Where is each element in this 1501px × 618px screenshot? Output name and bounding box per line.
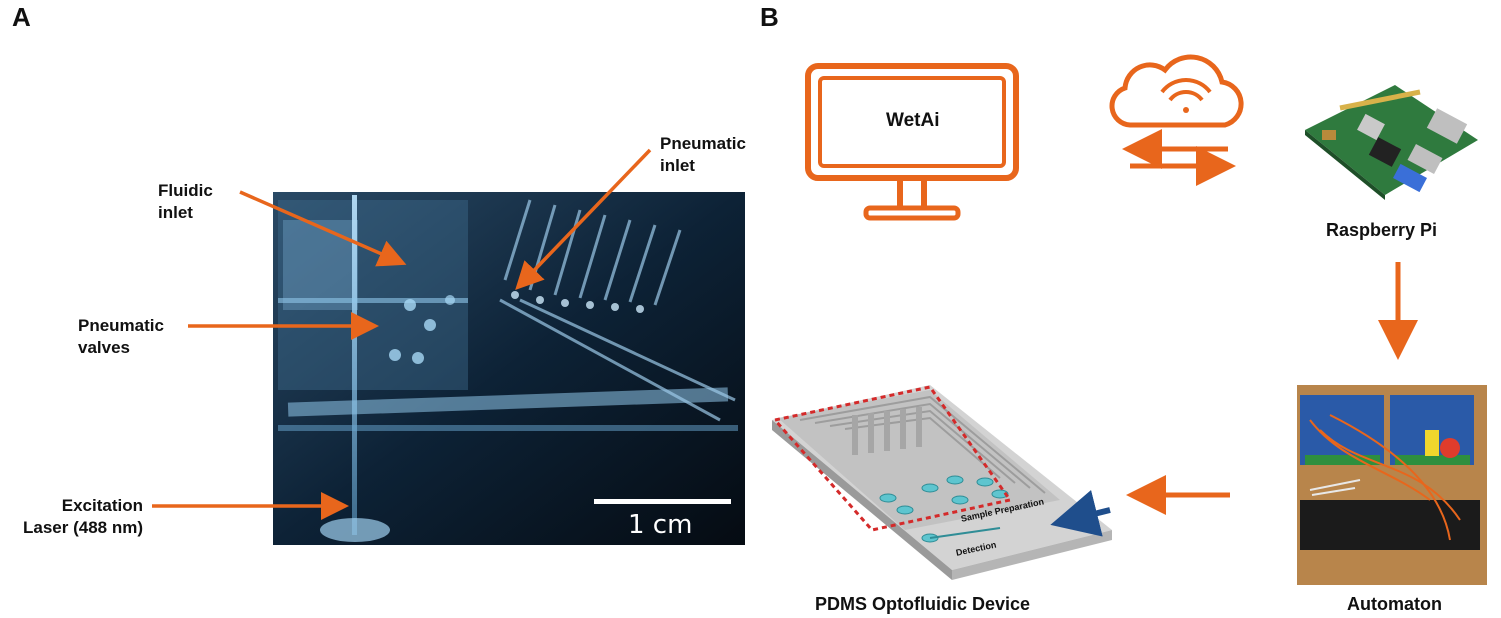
scale-bar: [594, 499, 731, 504]
automaton-label: Automaton: [1347, 594, 1442, 614]
scale-bar-label: 1 cm: [628, 510, 693, 540]
raspberry-pi-image: [1305, 85, 1478, 200]
annotation-arrows: [152, 148, 652, 520]
microscope-photo: [273, 192, 745, 545]
pdms-device-image: [772, 385, 1112, 580]
bidirectional-arrows: [1122, 129, 1236, 186]
monitor-icon: [805, 63, 1019, 221]
automaton-image: [1297, 385, 1487, 585]
cloud-wifi-icon: [1109, 54, 1244, 128]
laser-input-arrow: [1050, 489, 1111, 537]
panel-b-letter: B: [760, 2, 779, 32]
fluidic-inlet-label: Fluidic inlet: [158, 181, 213, 222]
panel-a-letter: A: [12, 2, 31, 32]
pdms-device-label: PDMS Optofluidic Device: [815, 594, 1031, 614]
pneumatic-inlet-arrow: [515, 148, 652, 291]
raspberry-pi-label: Raspberry Pi: [1326, 220, 1438, 240]
monitor-text: WetAi: [886, 110, 940, 131]
fluidic-inlet-arrow: [239, 190, 407, 267]
pneumatic-valves-label: Pneumatic valves: [78, 316, 164, 357]
excitation-laser-label: Excitation Laser (488 nm): [23, 496, 143, 537]
pneumatic-inlet-label: Pneumatic inlet: [660, 134, 746, 175]
